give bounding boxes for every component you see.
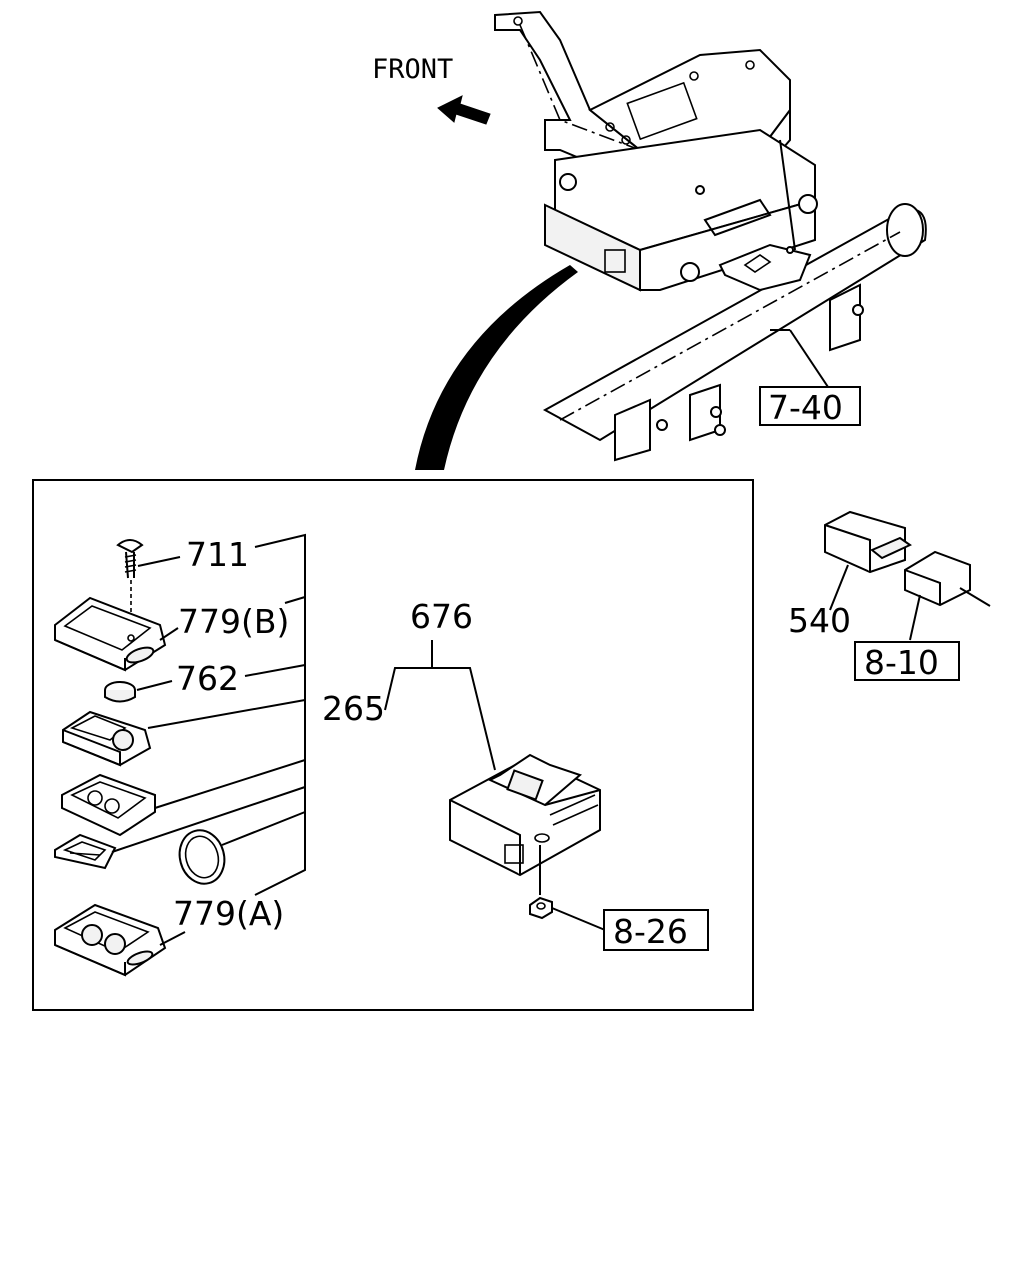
ref-box-8-26 bbox=[603, 909, 709, 951]
nut-illustration bbox=[529, 896, 606, 931]
button-762-illustration bbox=[104, 680, 173, 703]
contact-plate-illustration bbox=[54, 786, 306, 870]
callout-540: 540 bbox=[788, 601, 851, 640]
ref-8-26-label: 8-26 bbox=[613, 912, 688, 951]
connector-8-10-illustration bbox=[904, 550, 991, 641]
case-illustration bbox=[61, 759, 306, 837]
callout-711: 711 bbox=[186, 535, 249, 574]
group-265-bracket bbox=[254, 533, 306, 896]
callout-779b: 779(B) bbox=[178, 602, 289, 641]
callout-779a: 779(A) bbox=[173, 894, 284, 933]
ring-illustration bbox=[178, 811, 306, 885]
screw-711-illustration bbox=[116, 539, 181, 635]
callout-762: 762 bbox=[176, 659, 239, 698]
ref-8-10-label: 8-10 bbox=[864, 643, 939, 682]
top-assembly-illustration: FRONT bbox=[372, 10, 927, 462]
callout-676: 676 bbox=[410, 597, 473, 636]
relay-540-illustration bbox=[824, 510, 912, 611]
curved-pointer-arrow bbox=[415, 265, 578, 470]
callout-265: 265 bbox=[322, 689, 385, 728]
front-label: FRONT bbox=[372, 54, 453, 85]
holder-illustration bbox=[62, 699, 306, 767]
front-arrow-icon bbox=[437, 95, 491, 125]
ref-7-40-label: 7-40 bbox=[768, 388, 843, 427]
ref-box-7-40 bbox=[759, 386, 861, 426]
ref-box-8-10 bbox=[854, 641, 960, 681]
case-779a-illustration bbox=[54, 903, 186, 977]
cover-779b-illustration bbox=[54, 596, 179, 672]
module-676-illustration bbox=[449, 753, 601, 895]
